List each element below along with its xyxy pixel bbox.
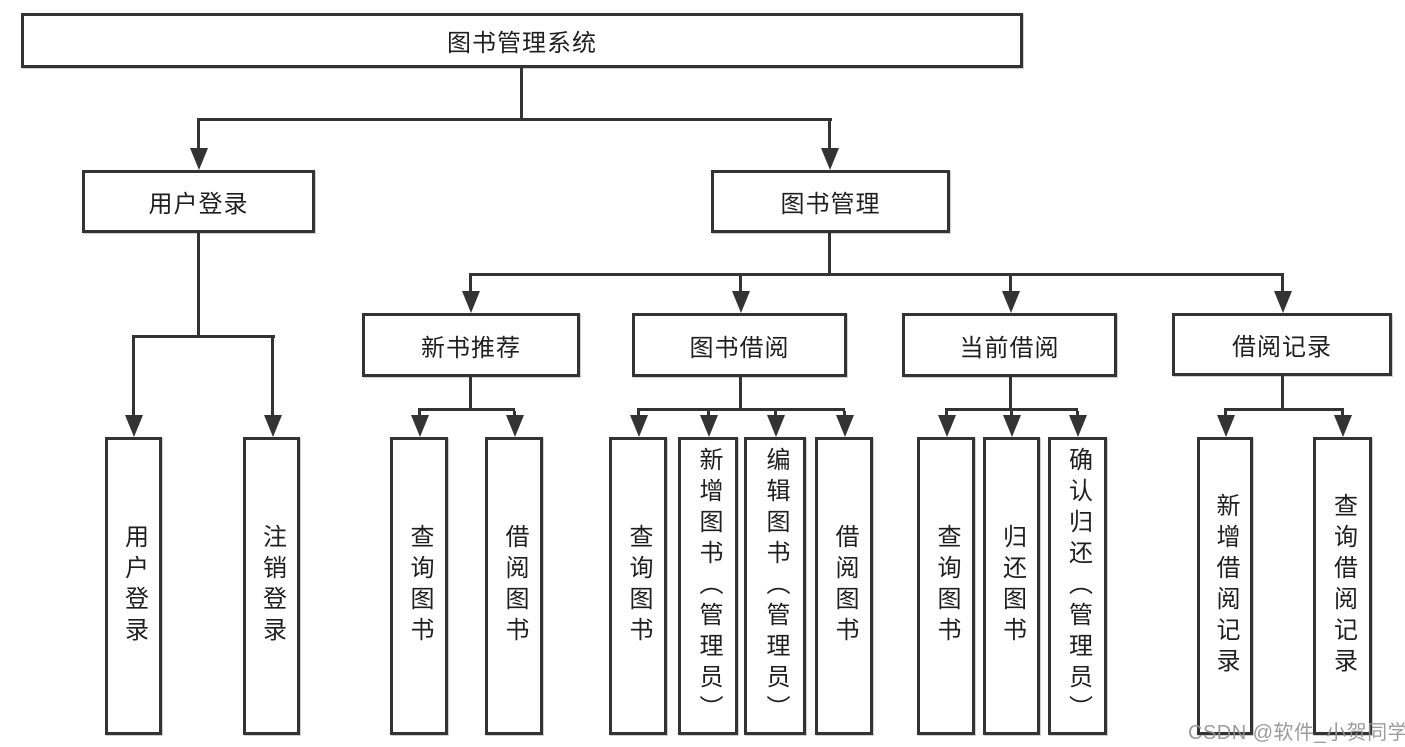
arrowhead-down-icon [1217, 415, 1235, 437]
leaf-records-query-record-label: 查询借阅记录 [1329, 493, 1357, 679]
connector-line [945, 408, 1078, 411]
arrowhead-down-icon [1069, 415, 1087, 437]
leaf-current-return-books: 归还图书 [983, 437, 1040, 735]
arrowhead-down-icon [1003, 415, 1021, 437]
leaf-borrow-edit-books-admin-label: 编辑图书（管理员） [762, 446, 789, 726]
arrowhead-down-icon [1002, 291, 1020, 313]
node-book-borrowing: 图书借阅 [632, 313, 847, 377]
arrowhead-down-icon [732, 291, 750, 313]
connector-line [469, 377, 472, 411]
arrowhead-down-icon [125, 415, 143, 437]
leaf-borrow-query-books-label: 查询图书 [625, 524, 652, 648]
leaf-current-return-books-label: 归还图书 [998, 524, 1026, 648]
arrowhead-down-icon [767, 415, 785, 437]
connector-line [1009, 276, 1012, 293]
connector-line [469, 276, 472, 293]
connector-line [1009, 377, 1012, 411]
leaf-newrec-borrow-books-label: 借阅图书 [501, 524, 528, 648]
node-current-borrowing: 当前借阅 [902, 313, 1117, 377]
node-book-management: 图书管理 [711, 170, 950, 233]
leaf-user-login-label: 用户登录 [120, 524, 148, 648]
leaf-newrec-borrow-books: 借阅图书 [485, 437, 543, 735]
arrowhead-down-icon [700, 415, 718, 437]
leaf-borrow-borrow-books-label: 借阅图书 [831, 524, 858, 648]
connector-line [739, 377, 742, 411]
arrowhead-down-icon [836, 415, 854, 437]
connector-line [271, 338, 274, 417]
arrowhead-down-icon [1334, 415, 1352, 437]
leaf-records-add-record: 新增借阅记录 [1197, 437, 1253, 735]
arrowhead-down-icon [190, 148, 208, 170]
connector-line [197, 118, 832, 121]
connector-line [1224, 408, 1344, 411]
arrowhead-down-icon [264, 415, 282, 437]
arrowhead-down-icon [411, 415, 429, 437]
leaf-logout-label: 注销登录 [258, 524, 286, 648]
node-new-book-recommend: 新书推荐 [362, 313, 580, 377]
connector-line [197, 121, 200, 150]
leaf-borrow-borrow-books: 借阅图书 [815, 437, 873, 735]
leaf-newrec-query-books: 查询图书 [390, 437, 448, 735]
leaf-records-query-record: 查询借阅记录 [1313, 437, 1372, 735]
node-library-management-system: 图书管理系统 [21, 13, 1023, 68]
connector-line [197, 233, 200, 338]
connector-line [132, 338, 135, 417]
watermark: CSDN @软件_小贺同学 [1188, 722, 1405, 744]
connector-line [637, 408, 845, 411]
leaf-newrec-query-books-label: 查询图书 [406, 524, 433, 648]
leaf-current-confirm-return-admin: 确认归还（管理员） [1048, 437, 1107, 735]
connector-line [828, 233, 831, 276]
leaf-current-query-books: 查询图书 [917, 437, 975, 735]
leaf-borrow-edit-books-admin: 编辑图书（管理员） [744, 437, 806, 735]
leaf-user-login: 用户登录 [105, 437, 162, 735]
leaf-current-confirm-return-admin-label: 确认归还（管理员） [1064, 446, 1092, 726]
connector-line [418, 408, 515, 411]
connector-line [1281, 376, 1284, 411]
connector-line [1281, 276, 1284, 293]
connector-line [739, 276, 742, 293]
connector-line [520, 68, 523, 121]
arrowhead-down-icon [938, 415, 956, 437]
leaf-borrow-query-books: 查询图书 [609, 437, 667, 735]
arrowhead-down-icon [1274, 291, 1292, 313]
node-borrowing-records: 借阅记录 [1172, 313, 1392, 376]
connector-line [132, 335, 275, 338]
leaf-borrow-add-books-admin: 新增图书（管理员） [678, 437, 738, 735]
connector-line [469, 273, 1284, 276]
node-user-login: 用户登录 [82, 170, 315, 233]
arrowhead-down-icon [506, 415, 524, 437]
leaf-logout: 注销登录 [243, 437, 300, 735]
arrowhead-down-icon [821, 148, 839, 170]
arrowhead-down-icon [630, 415, 648, 437]
leaf-borrow-add-books-admin-label: 新增图书（管理员） [695, 446, 722, 726]
arrowhead-down-icon [462, 291, 480, 313]
leaf-current-query-books-label: 查询图书 [933, 524, 960, 648]
connector-line [828, 121, 831, 150]
leaf-records-add-record-label: 新增借阅记录 [1212, 493, 1239, 679]
